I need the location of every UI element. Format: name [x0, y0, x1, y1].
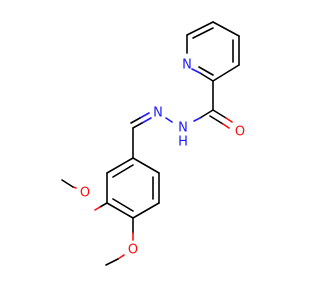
molecule-structure: N O N H N O O [61, 21, 245, 266]
methoxy-oxygen-top-label: O [80, 186, 90, 201]
bond [212, 109, 227, 119]
bond [199, 109, 214, 119]
bond [165, 117, 173, 123]
bond [105, 258, 119, 266]
amide-group [130, 80, 233, 129]
bond [106, 202, 134, 219]
bond [132, 122, 143, 129]
bond [212, 21, 240, 37]
bond [94, 206, 101, 211]
methoxy-groups [61, 179, 134, 266]
bond [130, 117, 141, 124]
bond [99, 202, 108, 208]
bond [141, 117, 152, 124]
hydrazide-nitrogen-label: N [178, 121, 188, 136]
bond [191, 68, 201, 74]
bond [132, 157, 160, 174]
bond [199, 72, 214, 82]
bond [106, 157, 134, 174]
benzene-ring [106, 127, 160, 219]
bond [112, 164, 134, 178]
bond [117, 254, 125, 260]
bond [192, 27, 214, 39]
bond [132, 202, 160, 219]
bond [193, 117, 201, 122]
pyridine-ring [186, 21, 240, 82]
bond [225, 117, 233, 123]
bond [222, 123, 230, 129]
pyridine-nitrogen-label: N [182, 58, 192, 73]
bond [212, 64, 240, 82]
imine-nitrogen-label: N [153, 106, 163, 121]
bond [61, 179, 74, 188]
bond [209, 115, 224, 125]
bond [112, 198, 134, 212]
carbonyl-oxygen-label: O [235, 125, 245, 140]
methoxy-oxygen-bottom-label: O [128, 243, 138, 258]
bond [139, 112, 150, 119]
hydrazide-hydrogen-label: H [178, 135, 188, 150]
bond [186, 21, 214, 36]
bond [198, 66, 214, 76]
atom-labels: N O N H N O O [80, 58, 245, 258]
